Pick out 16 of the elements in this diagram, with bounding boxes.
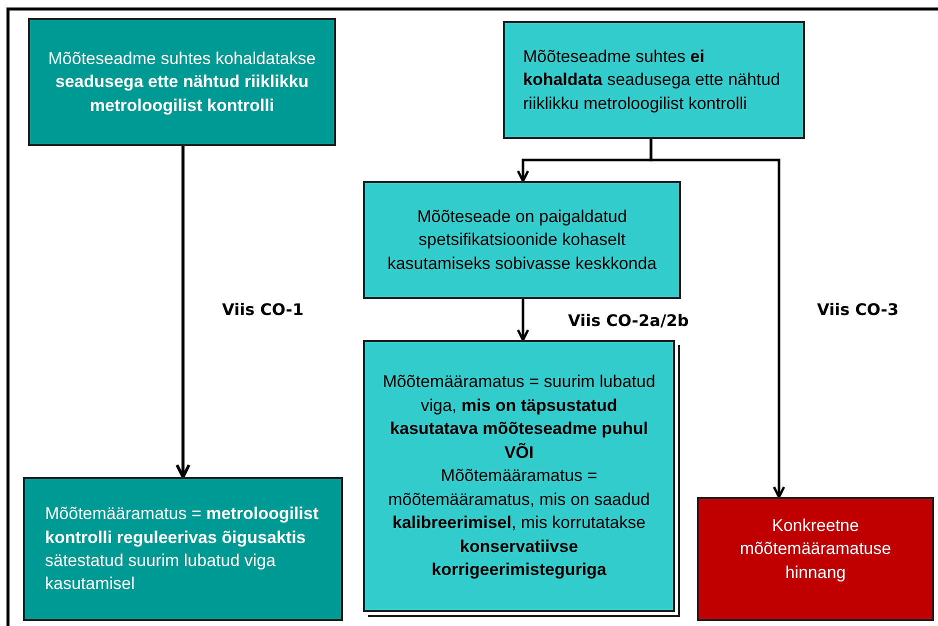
arrow bbox=[176, 146, 190, 478]
box-text: Mõõteseade on paigaldatud spetsifikatsioonide kohaselt kasutamiseks sobivasse keskkonda bbox=[386, 206, 658, 275]
box-text: Mõõtemääramatus = metroloogilist kontrolli reguleerivas õigusaktis sätestatud suurim lubatud viga kasutamisel bbox=[45, 503, 320, 596]
process-box bbox=[503, 21, 805, 139]
box-text: Konkreetne mõõtemääramatuse hinnang bbox=[738, 514, 892, 584]
box-text: Mõõtemääramatus = suurim lubatud viga, mis on täpsustatud kasutatava mõõteseadme puhul VÕI bbox=[382, 371, 656, 464]
process-box bbox=[28, 18, 336, 146]
box-text: Mõõtemääramatus = mõõtemääramatus, mis on saadud kalibreerimisel, mis korrutatakse konservatiivse korrigeerimisteguriga bbox=[387, 465, 651, 582]
result-box bbox=[23, 477, 343, 621]
box-text: Mõõteseadme suhtes kohaldatakse seadusega ette nähtud riiklikku metroloogilist kontrolli bbox=[47, 48, 317, 117]
edge-label: Viis CO-2a/2b bbox=[566, 311, 691, 330]
box-text: Mõõteseadme suhtes ei kohaldata seadusega ette nähtud riiklikku metroloogilist kontrolli bbox=[523, 46, 782, 115]
arrow bbox=[650, 139, 786, 498]
result-box bbox=[697, 497, 934, 621]
process-box bbox=[363, 181, 681, 299]
arrow bbox=[516, 299, 530, 342]
